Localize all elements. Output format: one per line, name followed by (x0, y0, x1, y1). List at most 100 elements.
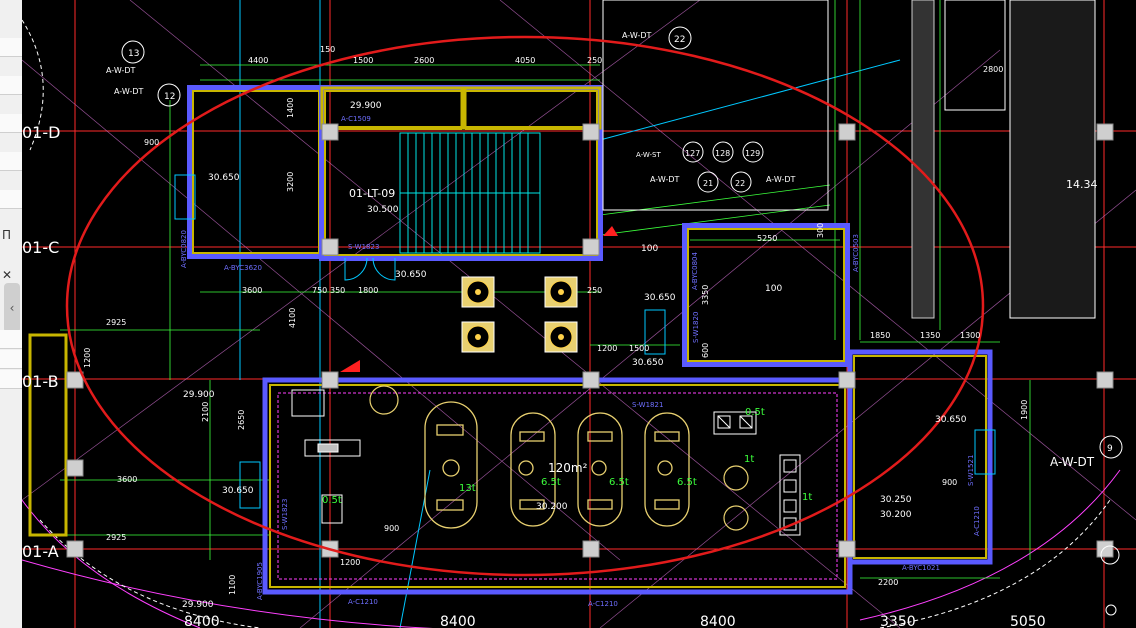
ceiling-fans (461, 276, 578, 353)
collapse-handle-icon[interactable]: ‹ (4, 283, 20, 333)
dim-text: 900 (144, 138, 159, 147)
highlight-ellipse (65, 35, 985, 577)
elevation-label: 30.650 (935, 415, 967, 425)
strip-tab[interactable] (0, 190, 22, 209)
bubble-number: 128 (715, 149, 730, 158)
doors (174, 174, 996, 509)
water-tanks (424, 401, 690, 529)
strip-tab[interactable] (0, 38, 22, 57)
bottom-dim: 5050 (1010, 614, 1046, 628)
dim-text: 1800 (358, 286, 378, 295)
bubble-number: 9 (1107, 444, 1113, 454)
element-tag: A-W-ST (636, 151, 661, 159)
element-tag: A-BYC3620 (224, 264, 262, 272)
dim-text: 3600 (242, 286, 262, 295)
element-tag: A-BYC0804 (691, 252, 699, 290)
dim-text: 2925 (106, 533, 126, 542)
dim-text-vert: 1100 (228, 575, 237, 595)
strip-tab[interactable] (0, 76, 22, 95)
bottom-dim: 8400 (700, 614, 736, 628)
dim-text-vert: 2100 (201, 402, 210, 422)
dim-text-vert: 1900 (1020, 400, 1029, 420)
equip-capacity: 1t (802, 492, 812, 503)
elevation-label: 30.500 (367, 205, 399, 215)
close-icon[interactable]: ✕ (2, 268, 13, 282)
dim-text: 4400 (248, 56, 268, 65)
bubble-number: 127 (685, 149, 700, 158)
dim-text-vert: 1200 (83, 348, 92, 368)
grid-ref-small: A-W-DT (650, 175, 679, 184)
strip-tab[interactable] (0, 350, 22, 369)
dim-text: 150 (320, 45, 335, 54)
element-tag: A-BYC0503 (852, 234, 860, 272)
grid-ref-small: A-W-DT (766, 175, 795, 184)
dim-text: 1500 (629, 344, 649, 353)
bubble-number: 13 (128, 49, 139, 59)
bubble-number: 22 (735, 179, 745, 188)
tank-capacity: 6.5t (541, 477, 561, 488)
cad-drawing[interactable]: 01-D 01-C 01-B 01-A 8400 8400 8400 3350 … (22, 0, 1136, 628)
dim-text: 1200 (340, 558, 360, 567)
dim-text: 4050 (515, 56, 535, 65)
tank-capacity: 6.5t (677, 477, 697, 488)
elevation-label: 30.250 (880, 495, 912, 505)
dim-text: 5250 (757, 234, 777, 243)
strip-tab[interactable] (0, 370, 22, 389)
element-tag: A-BYC1905 (256, 562, 264, 600)
dim-text: 900 (384, 524, 399, 533)
element-tag: A-C1210 (348, 598, 378, 606)
dim-text: 2925 (106, 318, 126, 327)
tank-capacity: 6.5t (609, 477, 629, 488)
room-area: 120m² (548, 461, 588, 475)
tank-capacity: 13t (459, 483, 476, 494)
grid-ref-small: A-W-DT (114, 87, 143, 96)
dim-text: 3600 (117, 475, 137, 484)
element-tag: S-W1823 (348, 243, 379, 251)
element-tag: A-BYC1021 (902, 564, 940, 572)
equip-capacity: 1t (744, 454, 754, 465)
axis-label-a: 01-A (22, 542, 59, 561)
left-side-strip: П ✕ ‹ (0, 0, 23, 628)
element-tag: A-C1210 (973, 506, 981, 536)
dim-text: 250 (587, 56, 602, 65)
dim-text: 1300 (960, 331, 980, 340)
element-tag: S-W1823 (281, 499, 289, 530)
dim-text: 2200 (878, 578, 898, 587)
stair-flight (399, 132, 541, 254)
strip-tab[interactable] (0, 152, 22, 171)
bubble-number: 22 (674, 35, 685, 45)
bubble-number: 129 (745, 149, 760, 158)
dim-text: 2800 (983, 65, 1003, 74)
site-curves (22, 469, 1121, 628)
dim-text-vert: 2650 (237, 410, 246, 430)
axis-label-b: 01-B (22, 372, 59, 391)
grid-ref: A-W-DT (1050, 455, 1095, 469)
dim-text-vert: 600 (701, 343, 710, 358)
bottom-dim: 8400 (440, 614, 476, 628)
elevation-label: 30.650 (208, 173, 240, 183)
dim-text-vert: 1400 (286, 98, 295, 118)
strip-glyph: П (2, 228, 12, 242)
dim-text-vert: 3350 (701, 285, 710, 305)
dim-text: 750 (312, 286, 327, 295)
strip-tab[interactable] (0, 114, 22, 133)
equip-capacity: 0.5t (322, 495, 342, 506)
stair-id: 01-LT-09 (349, 187, 395, 200)
room-number: 100 (765, 284, 782, 294)
dim-text-vert: 300 (816, 223, 825, 238)
equip-capacity: 0.5t (745, 407, 765, 418)
site-dashes (22, 19, 1111, 628)
elevation-label: 29.900 (350, 101, 382, 111)
dim-text: 1500 (353, 56, 373, 65)
element-tag: S-W1821 (632, 401, 663, 409)
elevation-label: 30.200 (880, 510, 912, 520)
dim-text: 900 (942, 478, 957, 487)
elevation-label: 29.900 (183, 390, 215, 400)
strip-tab[interactable] (0, 330, 22, 349)
elevation-label: 30.650 (222, 486, 254, 496)
right-elevation: 14.34 (1066, 178, 1098, 191)
elevation-label: 29.900 (182, 600, 214, 610)
bottom-dim: 8400 (184, 614, 220, 628)
walls (28, 0, 1096, 595)
structural-columns (66, 123, 1114, 558)
